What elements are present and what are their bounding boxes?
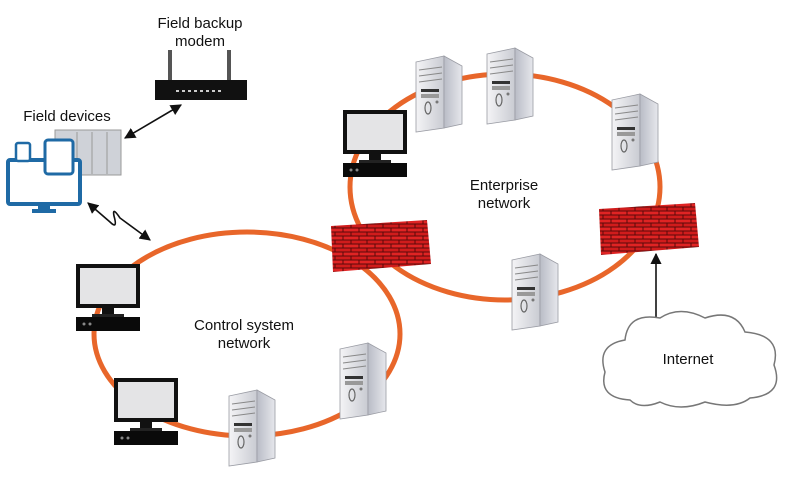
control-system-network-label: network [218, 335, 271, 352]
enterprise-network-label: network [478, 195, 531, 212]
control-system-network-label: Control system [194, 317, 294, 334]
control-workstation-icon [114, 378, 178, 445]
enterprise-server-icon [511, 253, 559, 331]
wireless-link-arrow [87, 202, 151, 241]
enterprise-workstation-icon [343, 110, 407, 177]
enterprise-server-icon [415, 55, 463, 133]
firewall-icon [599, 203, 699, 255]
modem-icon [155, 50, 247, 100]
field-devices-label: Field devices [23, 108, 111, 125]
internet-cloud-icon [602, 310, 778, 408]
control-server-icon [339, 342, 387, 420]
firewall-icon [331, 220, 431, 272]
field-backup-modem-label: Field backup [157, 15, 242, 32]
field-devices-icon [6, 129, 122, 213]
modem-link-arrow [124, 104, 182, 139]
control-server-icon [228, 389, 276, 467]
enterprise-server-icon [486, 47, 534, 125]
internet-label: Internet [663, 351, 715, 368]
field-backup-modem-label: modem [175, 33, 225, 50]
control-workstation-icon [76, 264, 140, 331]
enterprise-network-label: Enterprise [470, 177, 538, 194]
enterprise-server-icon [611, 93, 659, 171]
